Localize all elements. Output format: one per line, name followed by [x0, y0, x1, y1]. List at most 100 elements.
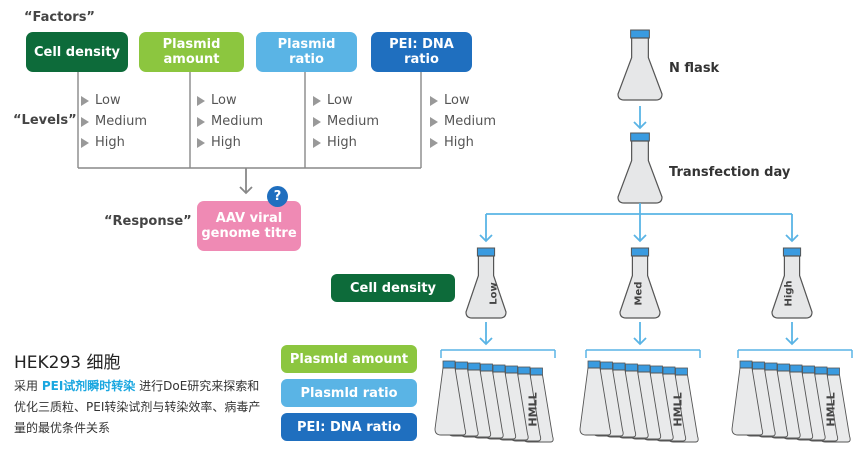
bullet-triangle-icon — [81, 116, 89, 127]
rack-high-tube-cap — [752, 361, 765, 370]
density-flask-icon-2-body — [771, 255, 813, 319]
flask-label-high: High — [783, 280, 795, 307]
rack-high-tube — [731, 367, 764, 436]
rack-high-tube-cap — [814, 366, 828, 375]
level-item: Medium — [95, 114, 147, 129]
bullet-triangle-icon — [81, 95, 89, 106]
levels-label: “Levels” — [13, 113, 77, 128]
rack-high-tube-cap — [764, 362, 778, 371]
level-item: Low — [327, 93, 353, 108]
arrow-to-rack-head — [479, 337, 493, 346]
arrow-to-density-flask-head — [633, 234, 647, 243]
desc-highlight: PEI试剂瞬时转染 — [41, 379, 136, 393]
desc-prefix: 采用 — [14, 379, 42, 393]
desc-suffix: 进行DoE研究来探索和优化三质粒、PEI转染试剂与转染效率、病毒产量的最优条件关… — [14, 379, 261, 435]
rack-high-tube-cap — [739, 360, 753, 369]
bullet-triangle-icon — [81, 137, 89, 148]
level-item: Medium — [444, 114, 496, 129]
bullet-triangle-icon — [430, 116, 438, 127]
bullet-triangle-icon — [197, 95, 205, 106]
response-label: “Response” — [104, 214, 192, 229]
rack-label-med: HMLL — [671, 392, 685, 427]
bullet-triangle-icon — [313, 95, 321, 106]
factor-name-line2: amount — [163, 52, 220, 67]
response-line1: AAV viral — [215, 211, 283, 226]
arrow-to-density-flask-head — [479, 234, 493, 243]
levels-plasmid-ratio: Low Medium High — [313, 90, 379, 153]
rack-med-tube-cap — [637, 364, 651, 373]
bullet-triangle-icon — [313, 137, 321, 148]
rack-high-tube-cap — [802, 365, 815, 374]
bullet-triangle-icon — [313, 116, 321, 127]
response-line2: genome titre — [201, 226, 297, 241]
rack-low-tube-cap — [530, 367, 543, 376]
rack-med-tube-cap — [612, 362, 626, 371]
density-flask-icon-0-body — [465, 255, 507, 319]
density-flask-icon-1-body — [619, 255, 661, 319]
rack-low-tube-cap — [505, 365, 518, 374]
factor-name-line1: Cell density — [33, 44, 121, 60]
factor-name-line1: Plasmid — [277, 37, 336, 52]
levels-plasmid-amount: Low Medium High — [197, 90, 263, 153]
rack-high-tube-cap — [827, 367, 840, 376]
rack-med-tube-cap — [625, 363, 638, 372]
bullet-triangle-icon — [430, 95, 438, 106]
density-flask-icon-1-cap — [630, 247, 650, 257]
level-item: High — [327, 135, 357, 150]
flask-n-icon-cap — [630, 29, 650, 39]
method-description: 采用 PEI试剂瞬时转染 进行DoE研究来探索和优化三质粒、PEI转染试剂与转染… — [14, 376, 269, 439]
rack-high-tube-cap — [789, 364, 803, 373]
arrow-to-transfection-head — [633, 121, 647, 130]
factor-name-line1: Plasmid — [162, 37, 221, 52]
level-item: High — [95, 135, 125, 150]
legend-pei-dna-ratio: PEI: DNA ratio — [281, 413, 417, 441]
level-item: High — [444, 135, 474, 150]
rack-low-tube — [434, 367, 467, 436]
rack-label-high: HMLL — [824, 392, 838, 427]
flask-label-med: Med — [633, 281, 645, 306]
legend-plasmid-ratio: Plasmld ratio — [281, 379, 417, 407]
rack-med-tube — [579, 367, 612, 436]
rack-low-tube-cap — [467, 362, 481, 371]
levels-pei-dna-ratio: Low Medium High — [430, 90, 496, 153]
bullet-triangle-icon — [197, 116, 205, 127]
rack-low-tube-cap — [442, 360, 456, 369]
bullet-triangle-icon — [197, 137, 205, 148]
rack-med-tube-cap — [587, 360, 601, 369]
arrow-to-rack-head — [785, 337, 799, 346]
level-item: Low — [211, 93, 237, 108]
density-flask-icon-0-cap — [476, 247, 496, 257]
factors-label: “Factors” — [24, 10, 95, 25]
levels-cell-density: Low Medium High — [81, 90, 147, 153]
legend-plasmid-amount: Plasmld amount — [281, 345, 417, 373]
cell-density-tag: Cell density — [331, 274, 455, 302]
factor-name-line1: PEI: DNA — [389, 37, 454, 52]
rack-low-tube-cap — [517, 366, 531, 375]
question-icon: ? — [267, 186, 288, 207]
level-item: High — [211, 135, 241, 150]
factor-name-line2: ratio — [289, 52, 324, 67]
rack-high-tube-cap — [777, 363, 790, 372]
factor-name-line2: ratio — [404, 52, 439, 67]
rack-label-low: HMLL — [526, 392, 540, 427]
step-transfection-day: Transfection day — [669, 165, 791, 180]
rack-low-tube-cap — [492, 364, 506, 373]
density-flask-icon-2-cap — [782, 247, 802, 257]
rack-med-tube-cap — [675, 367, 688, 376]
level-item: Medium — [211, 114, 263, 129]
flask-transfection-icon-body — [617, 140, 663, 204]
factor-cell-density: Cell density — [26, 32, 128, 72]
level-item: Medium — [327, 114, 379, 129]
rack-med-tube-cap — [662, 366, 676, 375]
level-item: Low — [95, 93, 121, 108]
rack-low-tube-cap — [480, 363, 493, 372]
rack-med-tube-cap — [650, 365, 663, 374]
level-item: Low — [444, 93, 470, 108]
rack-low-tube-cap — [455, 361, 468, 370]
